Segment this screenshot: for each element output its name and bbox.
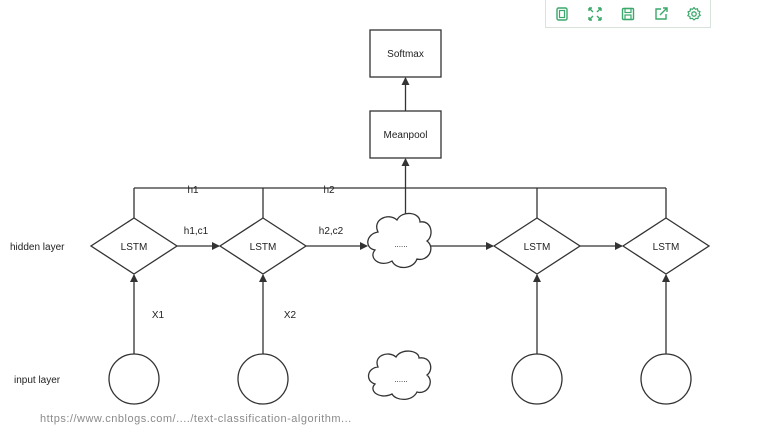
diagram-toolbar [545,0,711,28]
meanpool-label: Meanpool [384,130,428,141]
copy-icon [556,6,569,21]
input-node-4 [640,353,692,405]
input-layer-label: input layer [14,375,61,386]
h2-bus-label: h2 [323,185,335,196]
input-cloud [367,350,432,401]
fullscreen-button[interactable] [584,3,606,25]
share-icon [655,6,668,20]
settings-icon [686,6,701,21]
h2c2-label: h2,c2 [319,226,344,237]
softmax-label: Softmax [387,49,424,60]
h1-bus-label: h1 [187,185,199,196]
fullscreen-icon [588,6,602,21]
hidden-cloud [367,212,432,269]
hidden-layer-label: hidden layer [10,242,65,253]
input-cloud-label: ...... [394,375,407,384]
lstm-node-3-label: LSTM [524,242,551,253]
lstm-node-1-label: LSTM [121,242,148,253]
x2-label: X2 [284,310,297,321]
lstm-node-4-label: LSTM [653,242,680,253]
input-node-1 [108,353,160,405]
meanpool-box [369,110,442,159]
save-button[interactable] [617,3,639,25]
input-node-3 [511,353,563,405]
lstm-node-2-label: LSTM [250,242,277,253]
copy-button[interactable] [551,3,573,25]
share-button[interactable] [650,3,672,25]
save-icon [621,7,635,20]
settings-button[interactable] [683,3,705,25]
source-url-watermark: https://www.cnblogs.com/..../text-classi… [40,413,352,425]
x1-label: X1 [152,310,165,321]
hidden-cloud-label: ...... [394,240,407,249]
softmax-box [369,29,442,78]
h1c1-label: h1,c1 [184,226,209,237]
input-node-2 [237,353,289,405]
